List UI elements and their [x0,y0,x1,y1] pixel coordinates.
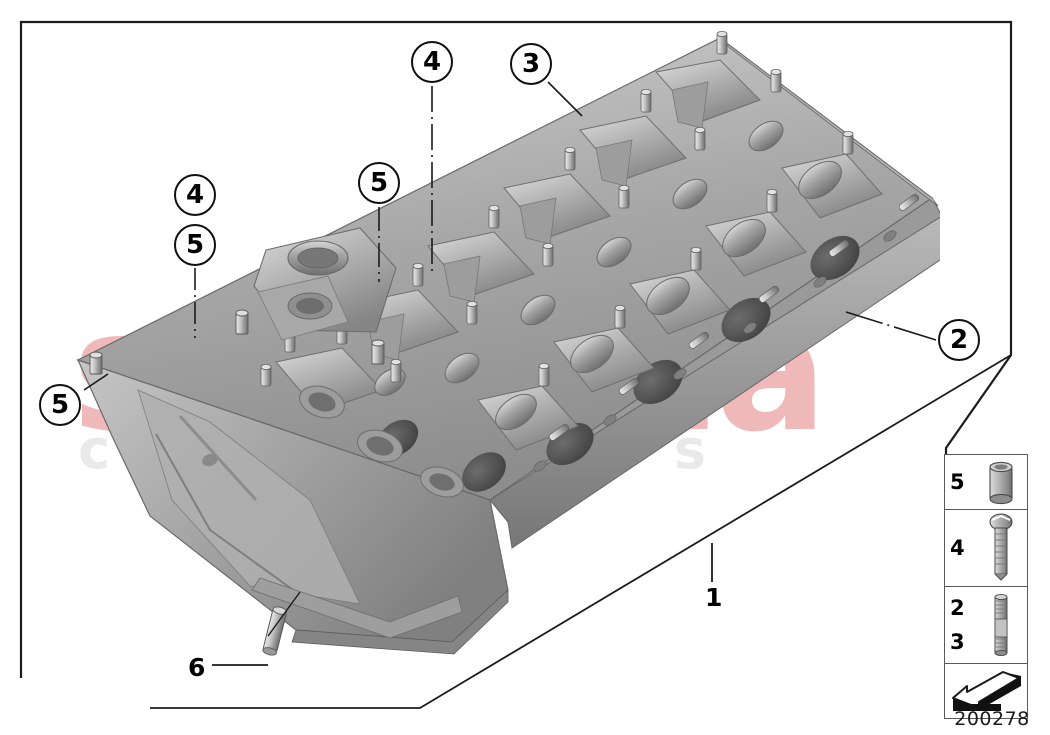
legend-art-arrow [945,664,1029,718]
dowel-sleeve-mid [371,339,385,365]
callout-6-bottom[interactable]: 6 [188,653,206,682]
exhaust-port-bosses [299,385,464,498]
legend-art-bolt [977,510,1027,586]
legend-numbers-stud: 2 3 [945,597,977,653]
callout-5-left[interactable]: 5 [174,224,216,266]
legend-numbers-sleeve: 5 [945,471,977,493]
legend-row-bolt: 4 [945,510,1027,587]
legend-row-arrow [945,664,1027,718]
camshaft-journals [495,160,842,431]
leader-item-1 [150,354,1012,709]
leader-item-6-pointer [267,591,301,637]
camshaft-bearing-caps-lower [477,153,883,451]
cylinder-head-illustration [76,30,940,656]
dowel-sleeve-left [235,309,249,335]
flange-pegs [548,193,920,441]
head-bolts [260,30,854,387]
hex-head-bolt-icon [989,513,1013,581]
callout-4-left[interactable]: 4 [174,174,216,216]
legend-row-stud: 2 3 [945,587,1027,664]
legend-art-sleeve [977,455,1027,509]
parts-legend: 5 4 [944,454,1028,719]
callout-label: 5 [50,390,70,420]
callout-2-right[interactable]: 2 [938,319,980,361]
callout-label: 5 [369,168,389,198]
legend-art-stud [977,587,1027,663]
dowel-sleeve-far-left [89,351,103,375]
diagram-number: 200278 [954,708,1030,730]
callout-5-mid[interactable]: 5 [358,162,400,204]
callout-label: 2 [949,325,969,355]
leader-item-3 [547,81,583,117]
tappet-bores [374,120,784,396]
callout-label: 3 [521,49,541,79]
callout-label: 4 [422,47,442,77]
head-side-wall [489,216,940,549]
callout-1-bottom[interactable]: 1 [705,583,723,612]
direction-arrow-icon [952,671,1021,711]
loose-dowel-pin [262,606,288,656]
vanos-housing-boss [253,227,397,341]
legend-numbers-bolt: 4 [945,537,977,559]
callout-5-far-left[interactable]: 5 [39,384,81,426]
legend-number: 2 [950,595,965,620]
legend-number: 4 [950,535,965,560]
leader-item-5-far-left [83,373,109,391]
camshaft-bearing-caps-upper [275,59,761,413]
dowel-sleeves [89,309,385,375]
callout-3-top[interactable]: 3 [510,43,552,85]
deck-bore-holes [377,235,860,492]
stud-bolt-icon [994,593,1008,657]
diagram-frame [19,20,1013,708]
side-wall-details [533,230,897,472]
callout-label: 4 [185,180,205,210]
callout-label: 5 [185,230,205,260]
dowel-sleeve-icon [989,461,1013,505]
leader-item-2 [845,311,937,341]
callout-4-top[interactable]: 4 [411,41,453,83]
head-bottom-rail [251,577,509,655]
legend-number: 5 [950,469,965,494]
legend-row-sleeve: 5 [945,455,1027,510]
legend-number: 3 [950,630,965,654]
